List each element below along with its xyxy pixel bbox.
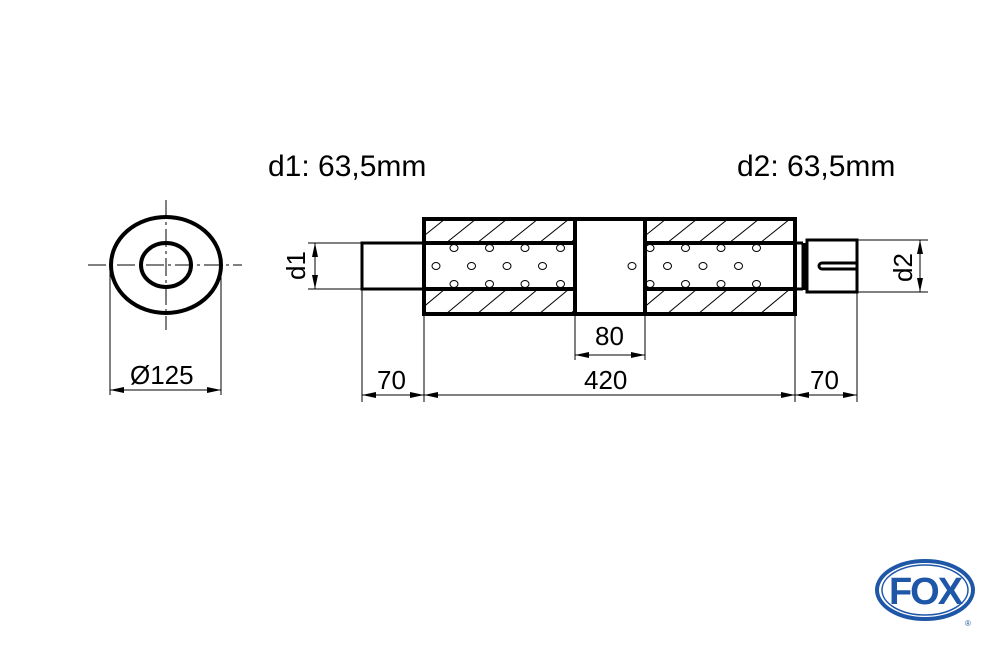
perforation-hole [431, 262, 441, 270]
perforation-hole [520, 280, 530, 288]
hatch-line [729, 289, 760, 313]
perforation-hole [467, 262, 476, 270]
perforation-hole [449, 244, 459, 252]
hatch-line [646, 220, 666, 236]
perforation-hole [485, 244, 494, 252]
hatch-line [476, 220, 507, 243]
side-view [308, 217, 928, 402]
hatch-line [477, 289, 508, 313]
hatch-line [666, 220, 697, 243]
hatch-line [601, 289, 631, 314]
hatch-line [646, 289, 667, 307]
perforation-hole [538, 262, 547, 270]
perforation-hole [485, 280, 494, 288]
hatch-line [605, 219, 635, 243]
hatch-line [384, 289, 414, 314]
perforation-hole [734, 262, 743, 270]
hatch-line [507, 220, 538, 243]
hatch-line [539, 289, 570, 313]
perforation-hole [645, 280, 655, 288]
perforation-hole [752, 280, 761, 288]
svg-text:FOX: FOX [889, 571, 964, 613]
perforation-hole [716, 244, 726, 252]
d1-title: d1: 63,5mm [268, 150, 426, 183]
hatch-line [384, 219, 414, 243]
end-view: Ø125 [88, 200, 242, 395]
hatch-line [446, 289, 477, 313]
d2-title: d2: 63,5mm [737, 150, 895, 183]
perforation-hole [556, 280, 565, 288]
hatch-line [425, 220, 445, 236]
perforation-hole [663, 262, 672, 270]
hatch-line [508, 289, 539, 313]
hatch-line [425, 289, 446, 307]
hatch-line [697, 220, 728, 243]
hatch-line [605, 289, 635, 314]
hatch-line [760, 289, 791, 313]
hatch-line [698, 289, 729, 313]
hatch-line [445, 220, 476, 243]
inlet-length-label: 70 [377, 365, 406, 395]
body-length-label: 420 [584, 365, 627, 395]
d1-dimension-label: d1 [281, 251, 311, 280]
d2-dimension-label: d2 [888, 253, 918, 282]
diameter-label: Ø125 [130, 360, 194, 390]
perforation-hole [681, 244, 690, 252]
perforation-hole [698, 262, 708, 270]
perforation-hole [681, 280, 690, 288]
perforation-hole [752, 244, 761, 252]
perforation-hole [627, 262, 637, 270]
chamber-length-label: 80 [595, 321, 624, 351]
hatch-line [759, 220, 790, 243]
perforation-hole [556, 244, 565, 252]
hatch-line [538, 220, 569, 243]
outlet-length-label: 70 [810, 365, 839, 395]
hatch-line [728, 220, 759, 243]
perforation-hole [520, 244, 530, 252]
perforation-hole [716, 280, 726, 288]
fox-logo: FOX ® [875, 559, 975, 628]
hatch-line [667, 289, 698, 313]
perforation-hole [645, 244, 655, 252]
perforation-hole [449, 280, 459, 288]
hatch-line [601, 219, 631, 243]
perforation-hole [502, 262, 512, 270]
svg-text:®: ® [965, 619, 971, 628]
